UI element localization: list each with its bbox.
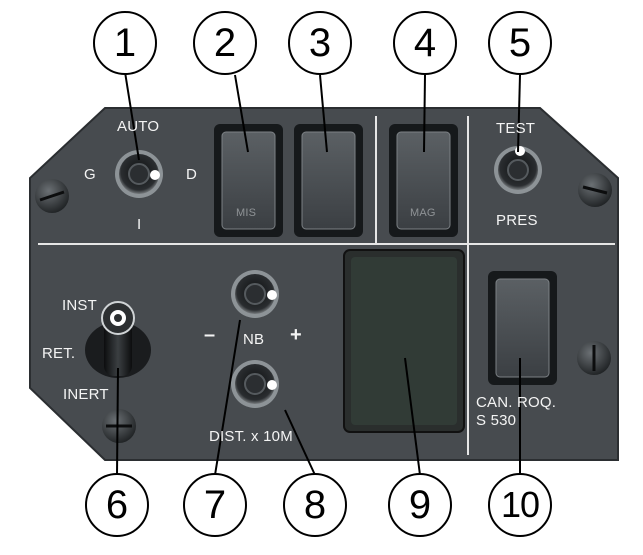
panel-body [29,107,619,461]
selector-toggle-switch[interactable] [115,150,163,198]
display-screen [343,249,465,433]
selector-i-label: I [137,216,142,233]
channel-label-line2: S 530 [476,412,517,429]
dist-toggle-switch[interactable] [231,360,279,408]
push-button-icon [294,124,363,237]
callout-2: 2 [193,11,257,75]
mis-button[interactable] [214,124,283,237]
callout-7: 7 [183,473,247,537]
callout-8: 8 [283,473,347,537]
mode-ret-label: RET. [42,345,76,362]
callout-1: 1 [93,11,157,75]
toggle-switch-icon [231,360,279,408]
selector-auto-label: AUTO [117,118,160,135]
test-toggle-switch[interactable] [494,146,542,194]
mode-inst-label: INST [62,297,97,314]
toggle-switch-icon [231,270,279,318]
unlabeled-button[interactable] [294,124,363,237]
channel-label-line1: CAN. ROQ. [476,394,557,411]
callout-leaders [116,71,521,476]
selector-g-label: G [84,166,96,183]
nb-minus-label: – [204,324,216,346]
nb-toggle-switch[interactable] [231,270,279,318]
push-button-icon [214,124,283,237]
mode-rotary-knob[interactable] [85,300,151,378]
callout-9: 9 [388,473,452,537]
callout-5: 5 [488,11,552,75]
callout-10: 10 [488,473,552,537]
dist-label: DIST. x 10M [209,428,293,445]
toggle-switch-icon [494,146,542,194]
push-button-icon [488,271,557,385]
callout-3: 3 [288,11,352,75]
callout-4: 4 [393,11,457,75]
screw-icon-group [35,173,612,443]
mode-inert-label: INERT [63,386,109,403]
callout-6: 6 [85,473,149,537]
mag-button[interactable] [389,124,458,237]
rotary-knob-icon [85,301,151,378]
channel-request-button[interactable] [488,271,557,385]
nb-plus-label: + [290,324,302,346]
toggle-switch-icon [115,150,163,198]
pres-label: PRES [496,212,538,229]
test-label: TEST [496,120,536,137]
button-mag-label: MAG [410,207,436,219]
display-screen-area [344,250,464,432]
selector-d-label: D [186,166,198,183]
button-mis-label: MIS [236,207,257,219]
panel-dividers [38,116,615,455]
nb-label: NB [243,331,265,348]
